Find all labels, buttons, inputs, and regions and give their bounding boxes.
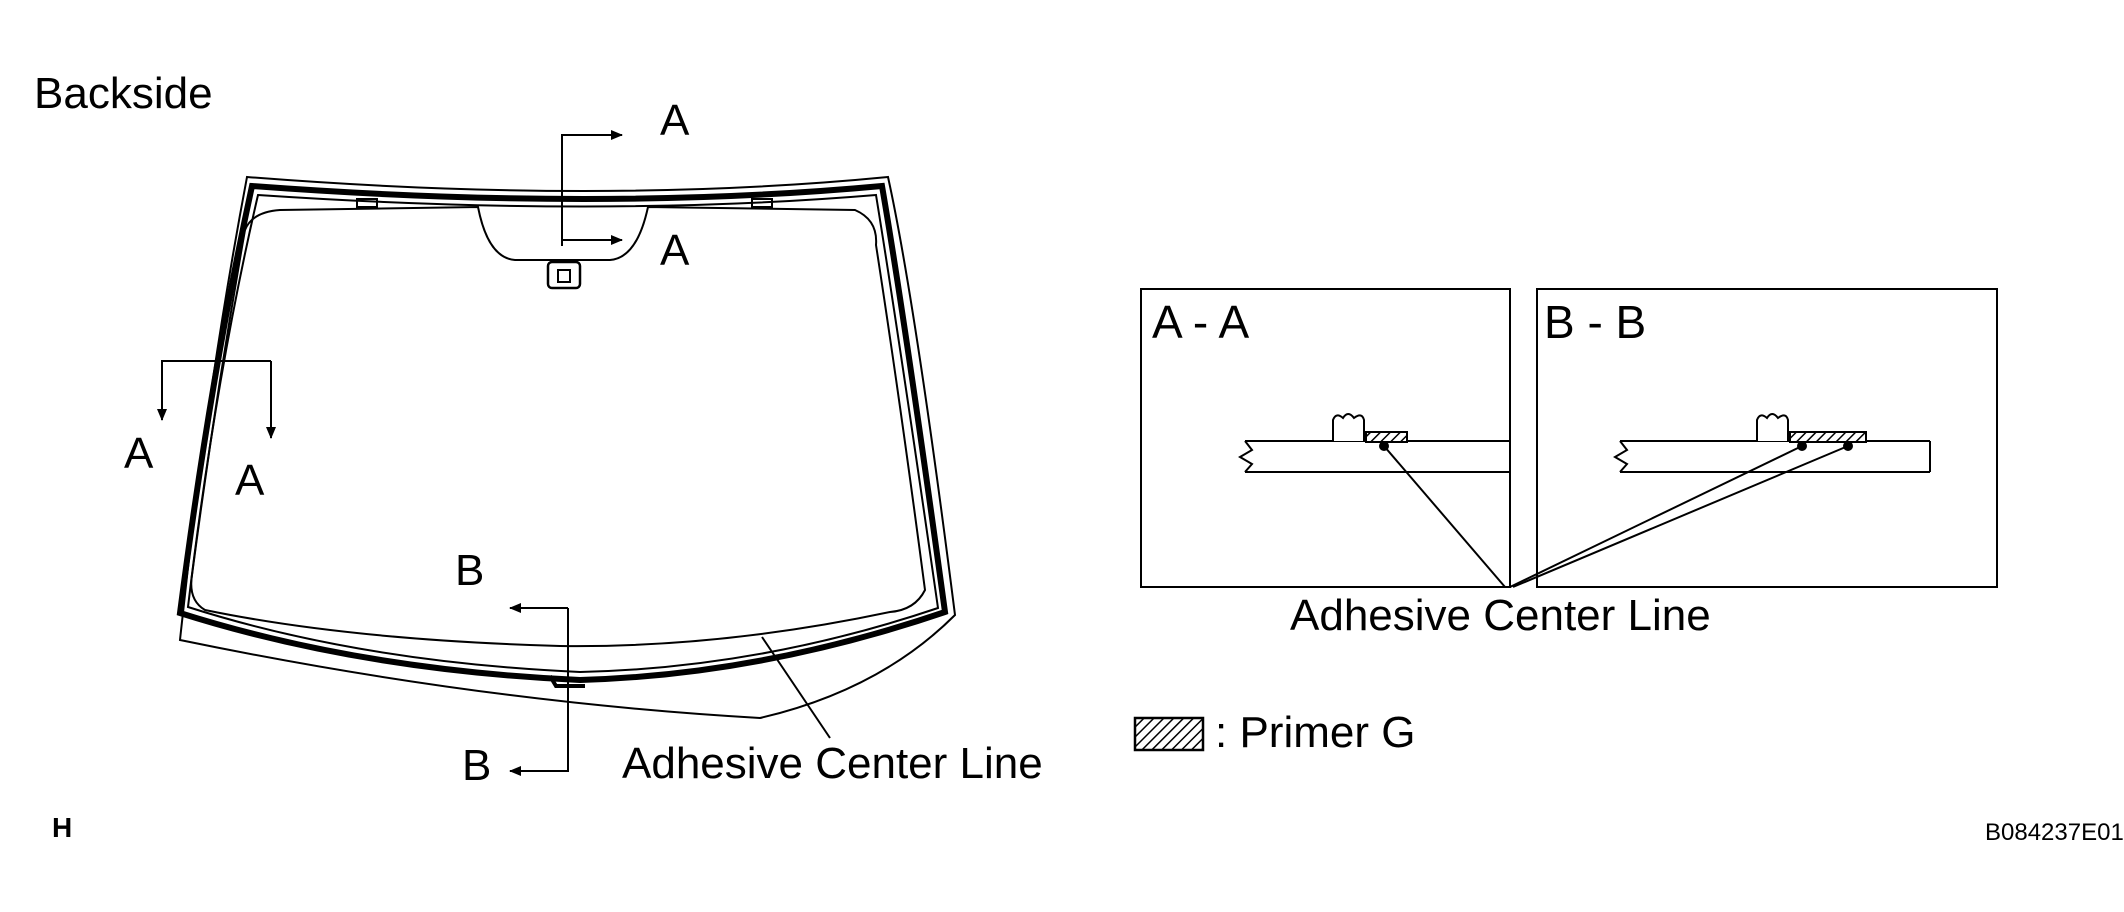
adhesive-line — [176, 182, 949, 684]
section-b-cut — [509, 603, 569, 776]
section-b-top-label: B — [455, 546, 484, 595]
mirror-mount — [546, 260, 582, 290]
section-a-left-cut — [157, 360, 276, 439]
detail-b-clip — [1756, 413, 1789, 441]
top-clip-left — [356, 198, 378, 208]
section-a-left-label-1: A — [124, 429, 154, 478]
detail-a-a-title: A - A — [1152, 296, 1249, 348]
detail-b-glass — [1620, 440, 1931, 473]
detail-b-primer — [1789, 431, 1867, 443]
adhesive-leader-main — [761, 636, 831, 739]
adhesive-center-line-main-label: Adhesive Center Line — [622, 739, 1043, 788]
section-b-bottom-label: B — [462, 741, 491, 790]
corner-letter: H — [52, 812, 72, 843]
adhesive-center-line-detail-label: Adhesive Center Line — [1290, 591, 1711, 640]
detail-view-b-b: B - B — [1536, 288, 1998, 588]
glass-visible-area — [190, 205, 927, 648]
section-a-left-label-2: A — [235, 456, 265, 505]
detail-a-clip — [1332, 413, 1365, 441]
windshield-glass — [176, 175, 957, 720]
primer-legend-swatch — [1133, 716, 1205, 752]
detail-a-glass — [1245, 440, 1510, 473]
backside-label: Backside — [34, 69, 213, 118]
bottom-notch — [548, 674, 585, 688]
figure-code: B084237E01 — [1985, 819, 2124, 846]
detail-a-break — [1238, 440, 1254, 473]
detail-a-primer — [1365, 431, 1408, 443]
mirror-mount-inner — [557, 269, 571, 283]
adhesive-leaders-detail — [1383, 445, 1849, 588]
detail-b-b-title: B - B — [1544, 296, 1646, 348]
detail-b-break — [1613, 440, 1629, 473]
top-clip-right — [751, 198, 773, 208]
glass-inner-edge — [186, 193, 940, 674]
section-a-top-cut — [561, 130, 623, 246]
detail-view-a-a: A - A — [1140, 288, 1511, 588]
primer-legend-label: : Primer G — [1215, 708, 1415, 757]
section-a-top-label-1: A — [660, 96, 690, 145]
section-a-top-label-2: A — [660, 226, 690, 275]
